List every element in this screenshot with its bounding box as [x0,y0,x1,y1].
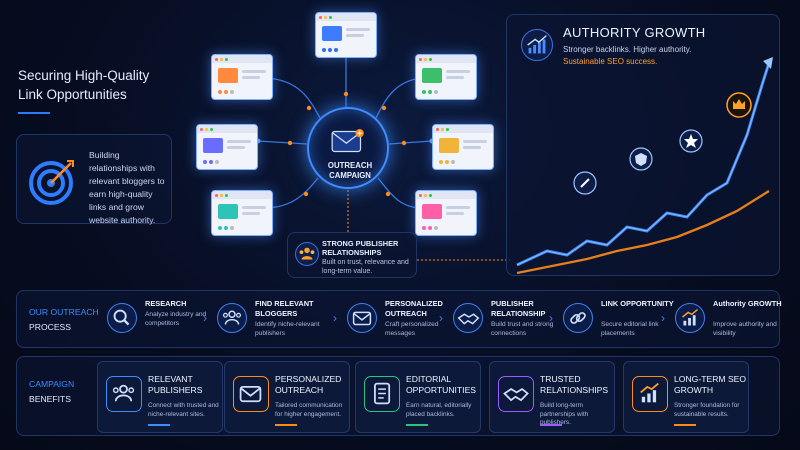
benefit-title: PERSONALIZED OUTREACH [275,374,342,395]
process-step: FIND RELEVANT BLOGGERS Identify niche-rel… [217,299,327,343]
process-step: Authority GROWTH Improve authority and vi… [675,299,785,343]
benefits-label-line2: BENEFITS [29,394,72,404]
benefit-desc: Build long-term partnerships with publis… [540,402,589,426]
process-step: PUBLISHER RELATIONSHIP Build trust and st… [453,299,563,343]
publisher-desc: Built on trust, relevance and long-term … [322,259,409,275]
process-step: RESEARCH Analyze industry and competitors [107,299,217,343]
publisher-window-pink [415,190,477,236]
benefit-desc: Connect with trusted and niche-relevant … [148,402,219,418]
outreach-process-bar: OUR OUTREACH PROCESS RESEARCH Analyze ind… [16,290,782,348]
publisher-relationships-card: STRONG PUBLISHER RELATIONSHIPS Built on … [287,232,417,278]
publisher-window-yellow [432,124,494,170]
growth-title: AUTHORITY GROWTH [563,25,706,40]
chevron-right-icon: › [439,311,443,325]
growth-subtitle: Stronger backlinks. Higher authority. [563,45,692,54]
publisher-window-purple [196,124,258,170]
process-step: PERSONALIZED OUTREACH Craft personalized … [347,299,457,343]
people-icon [106,376,142,412]
benefit-title: TRUSTED RELATIONSHIPS [540,374,609,395]
process-step-desc: Build trust and strong connections [491,321,554,337]
benefit-card: RELEVANT PUBLISHERS Connect with trusted … [97,361,223,433]
campaign-benefits-bar: CAMPAIGN BENEFITS RELEVANT PUBLISHERS Con… [16,356,780,436]
process-step-desc: Secure editorial link placements [601,321,659,337]
benefits-label-line1: CAMPAIGN [29,379,75,389]
benefit-underline [275,424,297,426]
benefit-underline [148,424,170,426]
benefit-title: RELEVANT PUBLISHERS [148,374,203,395]
benefit-title: LONG-TERM SEO GROWTH [674,374,747,395]
benefit-underline [406,424,428,426]
process-step-title: LINK OPPORTUNITY [601,299,674,308]
intro-card: Building relationships with relevant blo… [16,134,172,225]
benefit-desc: Earn natural, editorially placed backlin… [406,402,472,418]
page-title: Securing High-Quality Link Opportunities [18,66,188,104]
process-step-title: RESEARCH [145,299,187,308]
benefit-card: EDITORIAL OPPORTUNITIES Earn natural, edi… [355,361,481,433]
benefit-underline [540,424,562,426]
people-icon [217,303,247,333]
benefit-title: EDITORIAL OPPORTUNITIES [406,374,477,395]
benefits-label: CAMPAIGN BENEFITS [29,377,74,407]
benefit-card: PERSONALIZED OUTREACH Tailored communicat… [224,361,350,433]
process-step-desc: Craft personalized messages [385,321,439,337]
document-icon [364,376,400,412]
envelope-icon [331,129,364,153]
outreach-campaign-hub: OUTREACH CAMPAIGN [307,107,389,189]
link-icon [563,303,593,333]
title-line-2: Link Opportunities [18,87,127,102]
process-label: OUR OUTREACH PROCESS [29,305,99,335]
benefit-underline [674,424,696,426]
process-step-title: FIND RELEVANT BLOGGERS [255,299,314,318]
growth-chart-icon [521,29,553,61]
title-line-1: Securing High-Quality [18,68,150,83]
benefit-desc: Stronger foundation for sustainable resu… [674,402,740,418]
growth-curve [516,57,773,275]
people-icon [295,242,319,266]
title-underline [18,112,50,114]
process-step: LINK OPPORTUNITY Secure editorial link pl… [563,299,674,343]
hub-label-line1: OUTREACH [327,161,373,170]
magnifier-icon [107,303,137,333]
envelope-icon [347,303,377,333]
publisher-window-green [415,54,477,100]
chevron-right-icon: › [333,311,337,325]
chevron-right-icon: › [661,311,665,325]
handshake-icon [453,303,483,333]
growth-highlight: Sustainable SEO success. [563,57,658,66]
process-step-desc: Identify niche-relevant publishers [255,321,320,337]
process-step-title: PUBLISHER RELATIONSHIP [491,299,546,318]
process-label-line1: OUR OUTREACH [29,307,99,317]
process-step-title: Authority GROWTH [713,299,782,308]
publisher-window-teal [211,190,273,236]
benefit-desc: Tailored communication for higher engage… [275,402,343,418]
chevron-right-icon: › [203,311,207,325]
chevron-right-icon: › [549,311,553,325]
process-step-desc: Improve authority and visibility [713,321,777,337]
process-step-title: PERSONALIZED OUTREACH [385,299,443,318]
benefit-card: LONG-TERM SEO GROWTH Stronger foundation … [623,361,749,433]
growth-chart-icon [675,303,705,333]
envelope-icon [233,376,269,412]
intro-text: Building relationships with relevant blo… [89,150,165,225]
authority-growth-panel: AUTHORITY GROWTH Stronger backlinks. Hig… [506,14,780,276]
publisher-window-orange [211,54,273,100]
process-label-line2: PROCESS [29,322,72,332]
hub-label: OUTREACH CAMPAIGN [309,161,391,181]
publisher-window-top [315,12,377,58]
growth-chart-icon [632,376,668,412]
benefit-card: TRUSTED RELATIONSHIPS Build long-term par… [489,361,615,433]
hub-label-line2: CAMPAIGN [329,171,371,180]
handshake-icon [498,376,534,412]
target-icon [29,160,74,205]
process-step-desc: Analyze industry and competitors [145,311,207,327]
publisher-title: STRONG PUBLISHER RELATIONSHIPS [322,239,399,257]
